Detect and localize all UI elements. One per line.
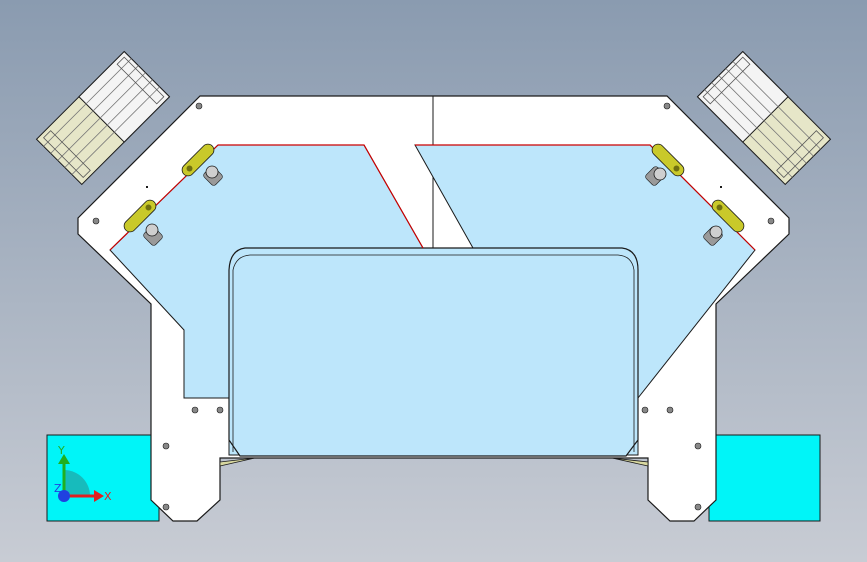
right-cylinder[interactable] xyxy=(696,50,832,186)
screw-hole xyxy=(694,442,702,450)
punch-block[interactable] xyxy=(228,247,639,457)
screw-hole xyxy=(191,406,199,414)
left-lower-clamp[interactable] xyxy=(122,198,159,235)
left-upper-clamp[interactable] xyxy=(180,142,217,179)
left-wedge xyxy=(219,457,256,467)
right-upper-pin[interactable] xyxy=(644,165,667,186)
z-axis-label: Z xyxy=(54,482,62,495)
screw-hole xyxy=(641,406,649,414)
right-wedge xyxy=(611,457,649,467)
screw-hole xyxy=(195,102,203,110)
right-lower-clamp[interactable] xyxy=(710,198,747,235)
right-lower-pin[interactable] xyxy=(702,225,723,246)
y-axis-label: Y xyxy=(57,444,65,457)
tiny-marks xyxy=(146,186,722,188)
left-cylinder[interactable] xyxy=(35,50,171,186)
punch-top-fillet xyxy=(232,254,635,271)
left-upper-pin[interactable] xyxy=(202,165,223,186)
xyz-axis-triad-icon[interactable]: Y X Z xyxy=(54,444,112,503)
screw-hole xyxy=(663,102,671,110)
screw-hole xyxy=(216,406,224,414)
right-upper-clamp[interactable] xyxy=(650,142,687,179)
right-cyan-block[interactable] xyxy=(708,434,821,522)
screw-hole xyxy=(767,217,775,225)
screw-hole xyxy=(162,442,170,450)
left-cutting-edge xyxy=(218,144,424,249)
x-axis-label: X xyxy=(104,490,112,503)
left-lower-pin[interactable] xyxy=(142,223,163,247)
screw-hole xyxy=(694,503,702,511)
screw-hole xyxy=(666,406,674,414)
screw-hole xyxy=(92,217,100,225)
screw-hole xyxy=(162,503,170,511)
screw-holes xyxy=(92,102,775,511)
